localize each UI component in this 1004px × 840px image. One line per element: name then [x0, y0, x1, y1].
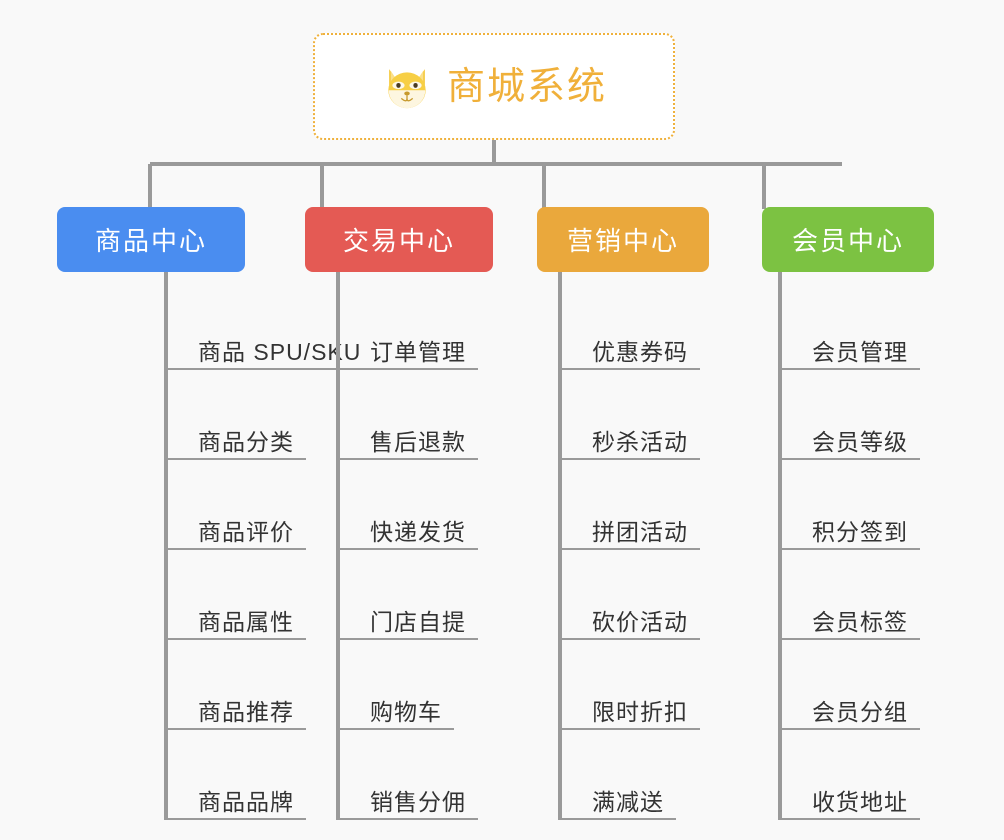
leaf-item-label: 商品分类 [198, 428, 294, 455]
leaf-item-label: 商品 SPU/SKU [198, 338, 362, 365]
category-label: 营销中心 [566, 226, 679, 256]
leaf-item[interactable]: 会员标签 [778, 550, 920, 640]
shiba-dog-face-icon [388, 68, 426, 108]
leaf-item-label: 商品属性 [198, 608, 294, 635]
branch-drop-connector [148, 164, 152, 209]
leaf-item-label: 拼团活动 [592, 518, 688, 545]
branch-stem-connector [558, 272, 562, 820]
leaf-item-label: 订单管理 [370, 338, 466, 365]
leaf-item[interactable]: 销售分佣 [336, 730, 478, 820]
leaf-item-label: 会员等级 [812, 428, 908, 455]
branch-drop-connector [762, 164, 766, 209]
leaf-item[interactable]: 秒杀活动 [558, 370, 700, 460]
category-box-2[interactable]: 交易中心 [305, 207, 493, 272]
leaf-item-label: 限时折扣 [592, 698, 688, 725]
leaf-item[interactable]: 拼团活动 [558, 460, 700, 550]
leaf-item-label: 会员标签 [812, 608, 908, 635]
leaf-item[interactable]: 积分签到 [778, 460, 920, 550]
leaf-item-label: 快递发货 [370, 518, 466, 545]
branch-bus-connector [150, 162, 842, 166]
leaf-item-label: 优惠券码 [592, 338, 688, 365]
leaf-item[interactable]: 门店自提 [336, 550, 478, 640]
leaf-item[interactable]: 商品评价 [164, 460, 306, 550]
leaf-item-label: 商品推荐 [198, 698, 294, 725]
leaf-item-label: 商品评价 [198, 518, 294, 545]
leaf-item[interactable]: 购物车 [336, 640, 454, 730]
leaf-item[interactable]: 售后退款 [336, 370, 478, 460]
branch-stem-connector [336, 272, 340, 820]
leaf-item-label: 砍价活动 [592, 608, 688, 635]
leaf-item[interactable]: 会员管理 [778, 280, 920, 370]
leaf-item[interactable]: 商品分类 [164, 370, 306, 460]
leaf-item-label: 积分签到 [812, 518, 908, 545]
leaf-item[interactable]: 收货地址 [778, 730, 920, 820]
leaf-item-label: 销售分佣 [370, 788, 466, 815]
leaf-item[interactable]: 满减送 [558, 730, 676, 820]
leaf-item-label: 满减送 [592, 788, 664, 815]
leaf-item[interactable]: 商品属性 [164, 550, 306, 640]
category-label: 商品中心 [94, 226, 207, 256]
root-stem-connector [492, 140, 496, 164]
leaf-item-label: 会员分组 [812, 698, 908, 725]
branch-drop-connector [542, 164, 546, 209]
leaf-item[interactable]: 商品品牌 [164, 730, 306, 820]
leaf-item-label: 会员管理 [812, 338, 908, 365]
leaf-item[interactable]: 商品推荐 [164, 640, 306, 730]
leaf-item-label: 商品品牌 [198, 788, 294, 815]
category-label: 会员中心 [791, 226, 904, 256]
category-label: 交易中心 [342, 226, 455, 256]
leaf-item-label: 收货地址 [812, 788, 908, 815]
category-box-4[interactable]: 会员中心 [762, 207, 934, 272]
leaf-item[interactable]: 限时折扣 [558, 640, 700, 730]
leaf-item[interactable]: 订单管理 [336, 280, 478, 370]
leaf-item[interactable]: 会员等级 [778, 370, 920, 460]
root-node[interactable]: 商城系统 [313, 33, 675, 140]
leaf-item-label: 售后退款 [370, 428, 466, 455]
branch-stem-connector [778, 272, 782, 820]
leaf-item-label: 门店自提 [370, 608, 466, 635]
leaf-item[interactable]: 砍价活动 [558, 550, 700, 640]
category-box-3[interactable]: 营销中心 [537, 207, 709, 272]
leaf-item-label: 购物车 [370, 698, 442, 725]
category-box-1[interactable]: 商品中心 [57, 207, 245, 272]
leaf-item[interactable]: 快递发货 [336, 460, 478, 550]
leaf-item-label: 秒杀活动 [592, 428, 688, 455]
leaf-item[interactable]: 商品 SPU/SKU [164, 280, 374, 370]
branch-drop-connector [320, 164, 324, 209]
leaf-item[interactable]: 会员分组 [778, 640, 920, 730]
root-title: 商城系统 [446, 65, 607, 108]
branch-stem-connector [164, 272, 168, 820]
leaf-item[interactable]: 优惠券码 [558, 280, 700, 370]
